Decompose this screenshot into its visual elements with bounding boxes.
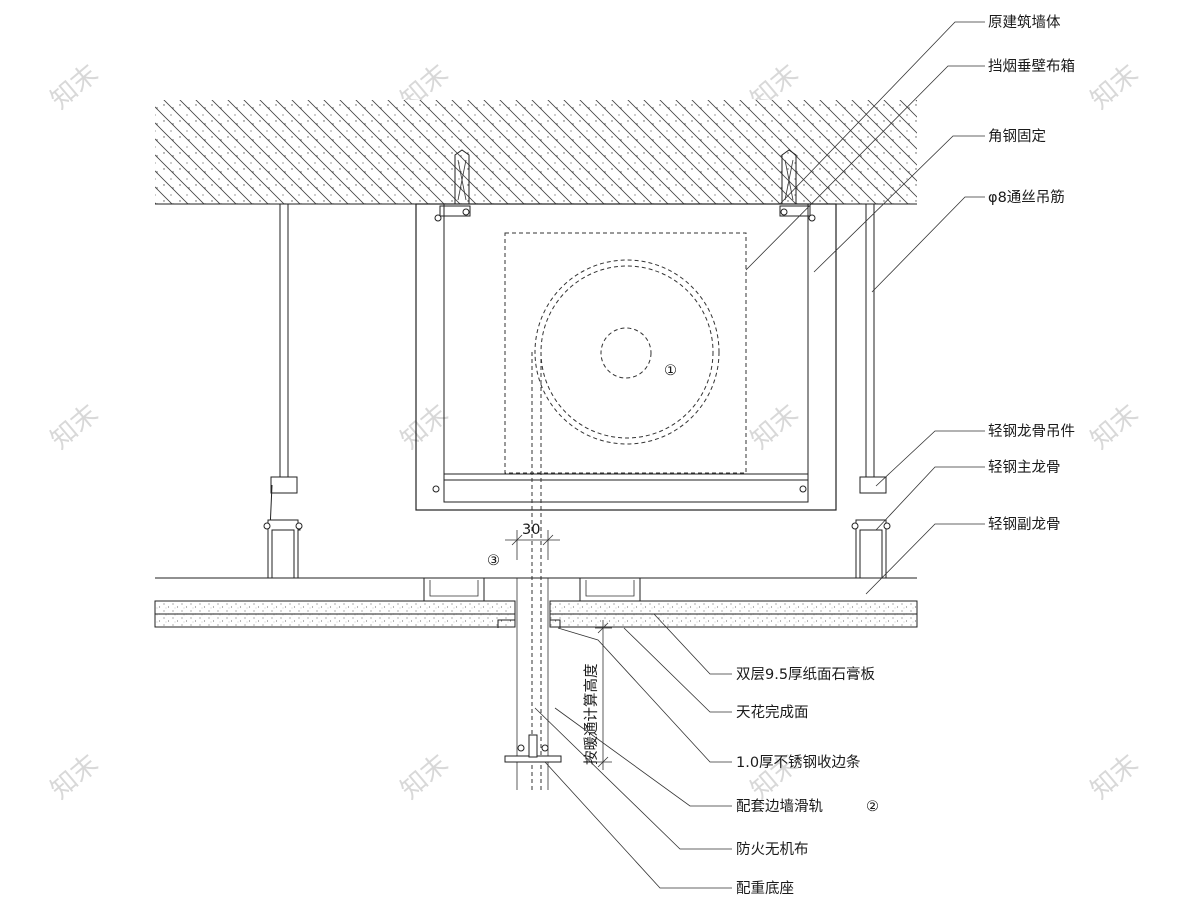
dimension-30 — [505, 530, 560, 560]
hanger-rod-left — [263, 203, 303, 579]
label-rail: 配套边墙滑轨 — [736, 798, 823, 815]
marker-2: ② — [866, 799, 879, 815]
anchor-bolt-right — [779, 149, 816, 222]
label-cloth: 防火无机布 — [736, 841, 809, 858]
label-rod: φ8通丝吊筋 — [988, 189, 1065, 206]
watermark-4: 知末 — [1085, 59, 1144, 115]
dimension-vertical-label: 按暖通计算高度 — [583, 664, 600, 766]
label-hanger: 轻钢龙骨吊件 — [988, 423, 1075, 440]
watermark-7: 知末 — [745, 399, 804, 455]
label-box: 挡烟垂壁布箱 — [988, 58, 1075, 75]
marker-3: ③ — [487, 553, 500, 569]
smoke-curtain-box — [415, 203, 837, 790]
watermark-9: 知末 — [45, 749, 104, 805]
leader-lines — [534, 21, 985, 889]
watermark-1: 知末 — [45, 59, 104, 115]
label-gypsum: 双层9.5厚纸面石膏板 — [736, 665, 876, 683]
ceiling-system — [154, 577, 918, 790]
label-wall: 原建筑墙体 — [988, 14, 1061, 31]
anchor-bolt-left — [434, 149, 471, 222]
hanger-rod-right — [851, 203, 891, 579]
label-trim: 1.0厚不锈钢收边条 — [736, 754, 861, 771]
label-sub-keel: 轻钢副龙骨 — [988, 516, 1061, 533]
watermark-12: 知末 — [1085, 749, 1144, 805]
marker-1: ① — [664, 363, 677, 379]
watermark-5: 知末 — [45, 399, 104, 455]
watermark-8: 知末 — [1085, 399, 1144, 455]
watermark-10: 知末 — [395, 749, 454, 805]
label-base: 配重底座 — [736, 880, 794, 897]
label-main-keel: 轻钢主龙骨 — [988, 459, 1061, 476]
concrete-slab — [155, 100, 917, 205]
label-ceiling-face: 天花完成面 — [736, 704, 809, 721]
label-angle: 角钢固定 — [988, 128, 1046, 145]
dimension-30-label: 30 — [522, 522, 540, 538]
weighted-base — [504, 734, 562, 763]
watermark-6: 知末 — [395, 399, 454, 455]
